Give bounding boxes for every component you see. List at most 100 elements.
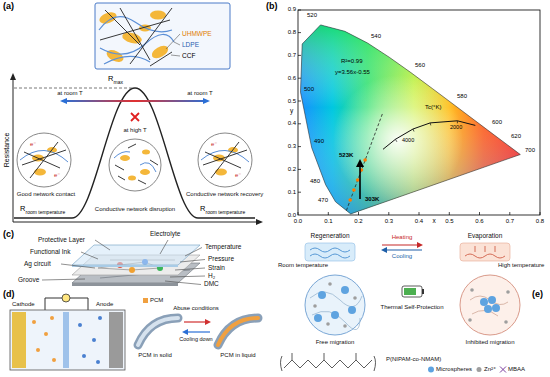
tick-label: 0.8 bbox=[536, 218, 544, 224]
tick-label: 0.7 bbox=[288, 52, 296, 58]
wavelength-label: 560 bbox=[415, 62, 425, 68]
chromaticity-diagram bbox=[348, 198, 352, 202]
hydrogel-states bbox=[468, 318, 472, 322]
resistance-curve bbox=[14, 88, 255, 218]
material-label: LDPE bbox=[182, 42, 199, 49]
chromaticity-diagram bbox=[383, 121, 475, 150]
tick-label: 0.4 bbox=[415, 218, 423, 224]
chromaticity-diagram bbox=[298, 10, 540, 215]
tick-label: 0.9 bbox=[288, 6, 296, 12]
sensor-device bbox=[129, 267, 135, 273]
sensing-label: H₂ bbox=[208, 273, 215, 280]
battery-cell bbox=[78, 323, 82, 327]
network-bubble bbox=[203, 142, 247, 178]
part-label: Functional Ink bbox=[30, 249, 70, 256]
panel-letter: (b) bbox=[266, 2, 278, 11]
hydrogel-states bbox=[314, 314, 322, 322]
function-label: Thermal Self-Protection bbox=[380, 304, 443, 310]
axis-title: Resistance bbox=[3, 133, 10, 168]
material-label: UHMWPE bbox=[182, 31, 212, 38]
hydrogel-states bbox=[381, 247, 387, 253]
axes bbox=[10, 73, 263, 225]
hydrogel-states bbox=[386, 249, 422, 250]
network-bubble bbox=[17, 133, 252, 191]
chromaticity-diagram bbox=[298, 10, 540, 215]
hydrogel-states bbox=[402, 286, 422, 297]
state-label: PCM in liquid bbox=[220, 352, 255, 358]
state-label: PCM in solid bbox=[138, 352, 172, 358]
hydrogel-states bbox=[500, 367, 506, 373]
network-bubble bbox=[109, 139, 161, 191]
hydrogel-states bbox=[353, 296, 357, 300]
tick-label: 0.2 bbox=[354, 218, 362, 224]
wavelength-label: 490 bbox=[314, 138, 324, 144]
hydrogel-states bbox=[281, 353, 376, 371]
axes bbox=[13, 222, 257, 223]
hydrogel-states bbox=[492, 304, 500, 312]
pcm-tubes bbox=[182, 329, 188, 335]
battery-cell bbox=[63, 312, 69, 368]
process-label: Heating bbox=[392, 234, 413, 240]
composite-inset bbox=[95, 3, 230, 69]
sensor-device bbox=[42, 240, 205, 286]
panel-letter: (d) bbox=[3, 290, 15, 299]
hydrogel-states bbox=[428, 367, 434, 373]
battery-cell bbox=[52, 358, 56, 362]
condition-label: at room T bbox=[57, 90, 83, 96]
tick-label: 0.8 bbox=[288, 29, 296, 35]
part-label: Ag circuit bbox=[24, 261, 51, 268]
network-bubble bbox=[17, 133, 71, 187]
battery-cell bbox=[50, 316, 54, 320]
wavelength-label: 620 bbox=[511, 133, 521, 139]
wavelength-label: 700 bbox=[525, 147, 535, 153]
battery-cell bbox=[98, 316, 102, 320]
chromaticity-diagram bbox=[363, 158, 367, 162]
network-bubble bbox=[120, 155, 130, 161]
battery-cell bbox=[10, 310, 125, 370]
axis-value: R bbox=[20, 205, 25, 213]
hydrogel-states bbox=[484, 305, 492, 313]
network-bubble bbox=[198, 133, 252, 187]
battery-cell bbox=[82, 354, 86, 358]
hydrogel-states bbox=[341, 286, 349, 294]
pcm-tubes bbox=[218, 318, 258, 345]
tick-label: 0.6 bbox=[475, 218, 483, 224]
temperature-arrow bbox=[60, 98, 67, 104]
state-label: Evaporation bbox=[468, 233, 503, 240]
electron-label: e⁻ bbox=[210, 141, 219, 147]
sensing-label: Pressure bbox=[208, 256, 234, 263]
hydrogel-states bbox=[477, 367, 482, 372]
pcm-tubes bbox=[138, 318, 178, 345]
chromaticity-diagram bbox=[301, 25, 521, 214]
axis-value: R bbox=[108, 75, 113, 83]
tick-label: 0.5 bbox=[288, 98, 296, 104]
hydrogel-states bbox=[470, 296, 508, 316]
hydrogel-states bbox=[305, 243, 355, 261]
composite-inset bbox=[100, 8, 172, 66]
hydrogel-states bbox=[281, 242, 521, 373]
chromaticity-diagram bbox=[356, 178, 360, 182]
resistance-curve bbox=[14, 88, 255, 218]
network-bubble bbox=[114, 152, 156, 172]
hydrogel-states bbox=[460, 275, 520, 335]
battery-cell bbox=[10, 294, 125, 370]
hydrogel-states bbox=[305, 275, 365, 335]
pcm-tubes bbox=[188, 331, 210, 332]
state-label: Good network contact bbox=[17, 191, 75, 197]
network-bubble bbox=[140, 169, 150, 175]
axis-subscript: max bbox=[114, 80, 123, 85]
battery-cell bbox=[36, 348, 40, 352]
cct-label: 4000 bbox=[402, 138, 414, 144]
hydrogel-states bbox=[417, 242, 423, 248]
part-label: Electrolyte bbox=[150, 231, 180, 238]
hydrogel-states bbox=[465, 246, 505, 258]
state-label: Regeneration bbox=[310, 233, 349, 240]
chromaticity-diagram bbox=[333, 75, 463, 205]
cct-label: 2000 bbox=[450, 125, 462, 131]
hydrogel-states bbox=[284, 360, 372, 368]
hydrogel-states bbox=[318, 291, 326, 299]
sensing-label: Strain bbox=[208, 265, 225, 272]
battery-cell bbox=[12, 312, 26, 368]
hydrogel-states bbox=[326, 322, 330, 326]
